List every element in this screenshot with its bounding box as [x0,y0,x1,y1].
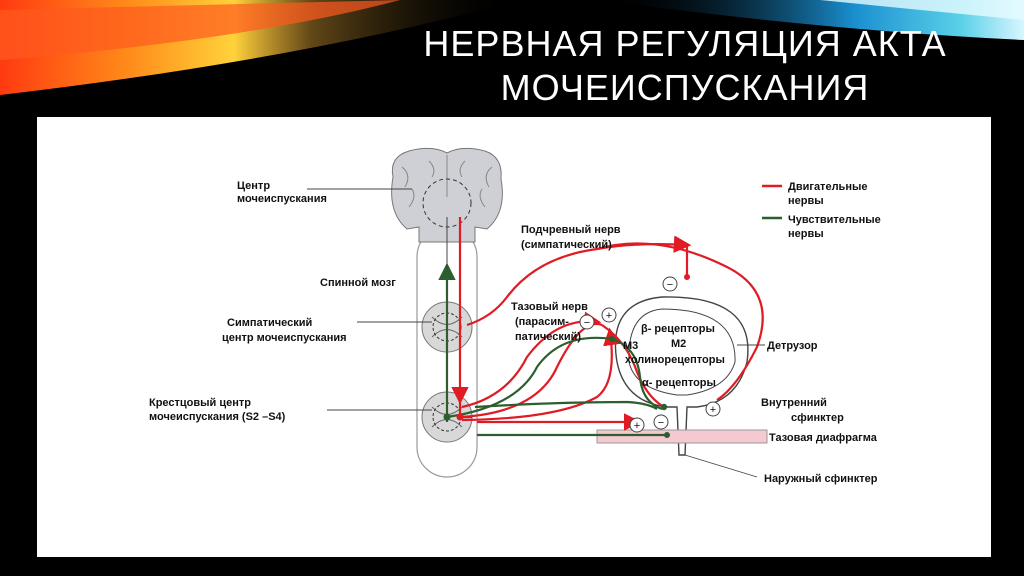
svg-text:+: + [606,310,612,322]
legend: Двигательные нервы Чувствительные нервы [762,181,881,240]
label-m2: М2 [671,338,686,350]
label-sympathetic-line2: центр мочеиспускания [222,332,347,344]
label-internal-line1: Внутренний [761,397,827,409]
label-detrusor: Детрузор [767,340,818,352]
svg-text:+: + [634,420,640,432]
svg-text:−: − [658,417,664,429]
brain-icon [391,147,503,243]
label-pelvic-line3: патический) [515,331,581,343]
pelvic-diaphragm-band [596,429,768,444]
slide-title-line-1: НЕРВНАЯ РЕГУЛЯЦИЯ АКТА [423,23,947,64]
plus-sign-external [629,417,645,433]
diagram-panel: − − + + − + Центр мочеиспускания Спинной… [37,117,991,557]
label-beta: β- рецепторы [641,323,715,335]
title-banner [0,0,1024,120]
label-sacral-line2: мочеиспускания (S2 –S4) [149,411,286,423]
label-spinal-cord: Спинной мозг [320,277,396,289]
minus-sign-internal [653,414,669,430]
label-cholino: холинорецепторы [625,354,725,366]
label-pelvic-line1: Тазовый нерв [511,301,588,313]
label-sympathetic-line1: Симпатический [227,317,312,329]
label-center-line2: мочеиспускания [237,193,327,205]
label-internal-line2: сфинктер [791,412,844,424]
svg-text:−: − [667,279,673,291]
svg-text:−: − [584,317,590,329]
label-center-line1: Центр [237,180,270,192]
nerve-dots [443,274,690,438]
label-external: Наружный сфинктер [764,473,878,485]
label-m3: М3 [623,340,638,352]
label-pelvic-line2: (парасим- [515,316,569,328]
legend-motor-line1: Двигательные [788,181,867,193]
svg-text:+: + [710,404,716,416]
plus-sign-internal [705,401,721,417]
label-hypogastric-line2: (симпатический) [521,239,612,251]
legend-sensory-line2: нервы [788,228,824,240]
minus-sign-hypogastric [662,276,678,292]
legend-sensory-line1: Чувствительные [788,214,881,226]
legend-motor-line2: нервы [788,195,824,207]
slide-title: НЕРВНАЯ РЕГУЛЯЦИЯ АКТА МОЧЕИСПУСКАНИЯ [360,22,1010,110]
label-hypogastric-line1: Подчревный нерв [521,224,621,236]
label-sacral-line1: Крестцовый центр [149,397,251,409]
slide-title-line-2: МОЧЕИСПУСКАНИЯ [500,67,870,108]
sensory-nerves [438,262,667,437]
sign-badges: − − + + − + [579,276,721,433]
urination-regulation-diagram: − − + + − + Центр мочеиспускания Спинной… [149,147,881,485]
leader-lines [307,188,765,478]
plus-sign-pelvic [601,307,617,323]
label-pelvic-diaphragm: Тазовая диафрагма [769,432,878,444]
motor-nerves [451,217,764,431]
minus-sign-pelvic [579,314,595,330]
label-alpha: α- рецепторы [642,377,716,389]
